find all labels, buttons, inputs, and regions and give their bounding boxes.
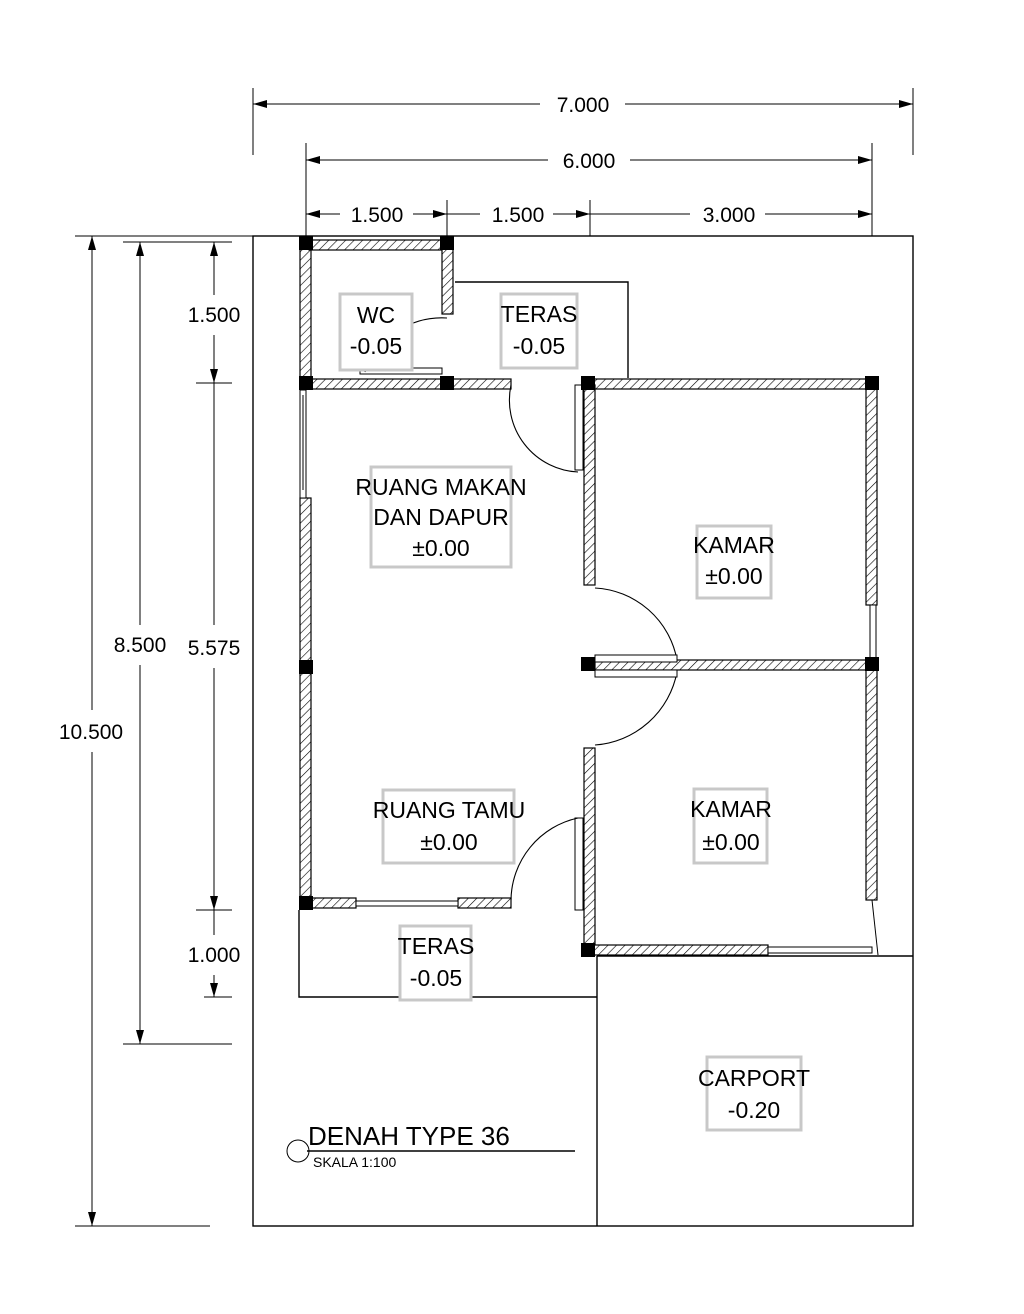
dim-8500: 8.500 <box>114 634 167 657</box>
wc-name: WC <box>357 302 395 328</box>
dim-7000: 7.000 <box>557 94 610 117</box>
left-dimension-segments: 1.500 5.575 1.000 <box>188 242 241 998</box>
ruang-makan-level: ±0.00 <box>412 535 469 561</box>
teras-bottom-level: -0.05 <box>410 965 462 991</box>
dim-3000: 3.000 <box>703 204 756 227</box>
top-dimension-inner: 6.000 <box>305 143 873 236</box>
title-block: DENAH TYPE 36 SKALA 1:100 <box>286 1121 575 1170</box>
dim-6000: 6.000 <box>563 150 616 173</box>
kamar-1-name: KAMAR <box>693 532 775 558</box>
ruang-makan-name-2: DAN DAPUR <box>373 504 508 530</box>
kamar-2-name: KAMAR <box>690 796 772 822</box>
columns <box>299 236 879 957</box>
walls <box>299 239 878 956</box>
ruang-tamu-level: ±0.00 <box>420 829 477 855</box>
carport-level: -0.20 <box>728 1097 780 1123</box>
ruang-makan-name-1: RUANG MAKAN <box>355 474 526 500</box>
left-dimension-house: 8.500 <box>114 241 232 1045</box>
dim-5575: 5.575 <box>188 637 241 660</box>
front-teras-outline <box>298 910 597 998</box>
room-wc: WC -0.05 <box>338 292 414 372</box>
teras-top-level: -0.05 <box>513 333 565 359</box>
room-ruang-makan: RUANG MAKAN DAN DAPUR ±0.00 <box>355 465 527 569</box>
room-carport: CARPORT -0.20 <box>698 1055 810 1132</box>
room-kamar-1: KAMAR ±0.00 <box>693 524 775 600</box>
top-dimension-segments: 1.500 1.500 3.000 <box>306 200 872 236</box>
title-circle-icon <box>286 1139 310 1163</box>
carport-name: CARPORT <box>698 1065 810 1091</box>
site-boundary <box>252 235 914 1227</box>
dim-1500-a: 1.500 <box>351 204 404 227</box>
kamar-1-level: ±0.00 <box>705 563 762 589</box>
room-ruang-tamu: RUANG TAMU ±0.00 <box>373 788 526 865</box>
back-teras-outline <box>455 281 629 378</box>
teras-bottom-name: TERAS <box>398 933 475 959</box>
ruang-tamu-name: RUANG TAMU <box>373 797 526 823</box>
drawing-title: DENAH TYPE 36 <box>308 1121 510 1151</box>
dim-1500-c: 1.500 <box>188 304 241 327</box>
dim-10500: 10.500 <box>59 721 123 744</box>
left-dimension-total: 10.500 <box>59 235 253 1227</box>
room-kamar-2: KAMAR ±0.00 <box>690 787 772 865</box>
room-teras-bottom: TERAS -0.05 <box>398 924 475 1002</box>
wc-level: -0.05 <box>350 333 402 359</box>
kamar-2-level: ±0.00 <box>702 829 759 855</box>
room-teras-top: TERAS -0.05 <box>499 292 579 370</box>
dim-1500-b: 1.500 <box>492 204 545 227</box>
top-dimension-total: 7.000 <box>252 88 914 155</box>
teras-top-name: TERAS <box>501 301 578 327</box>
dim-1000: 1.000 <box>188 944 241 967</box>
drawing-scale: SKALA 1:100 <box>313 1154 397 1170</box>
